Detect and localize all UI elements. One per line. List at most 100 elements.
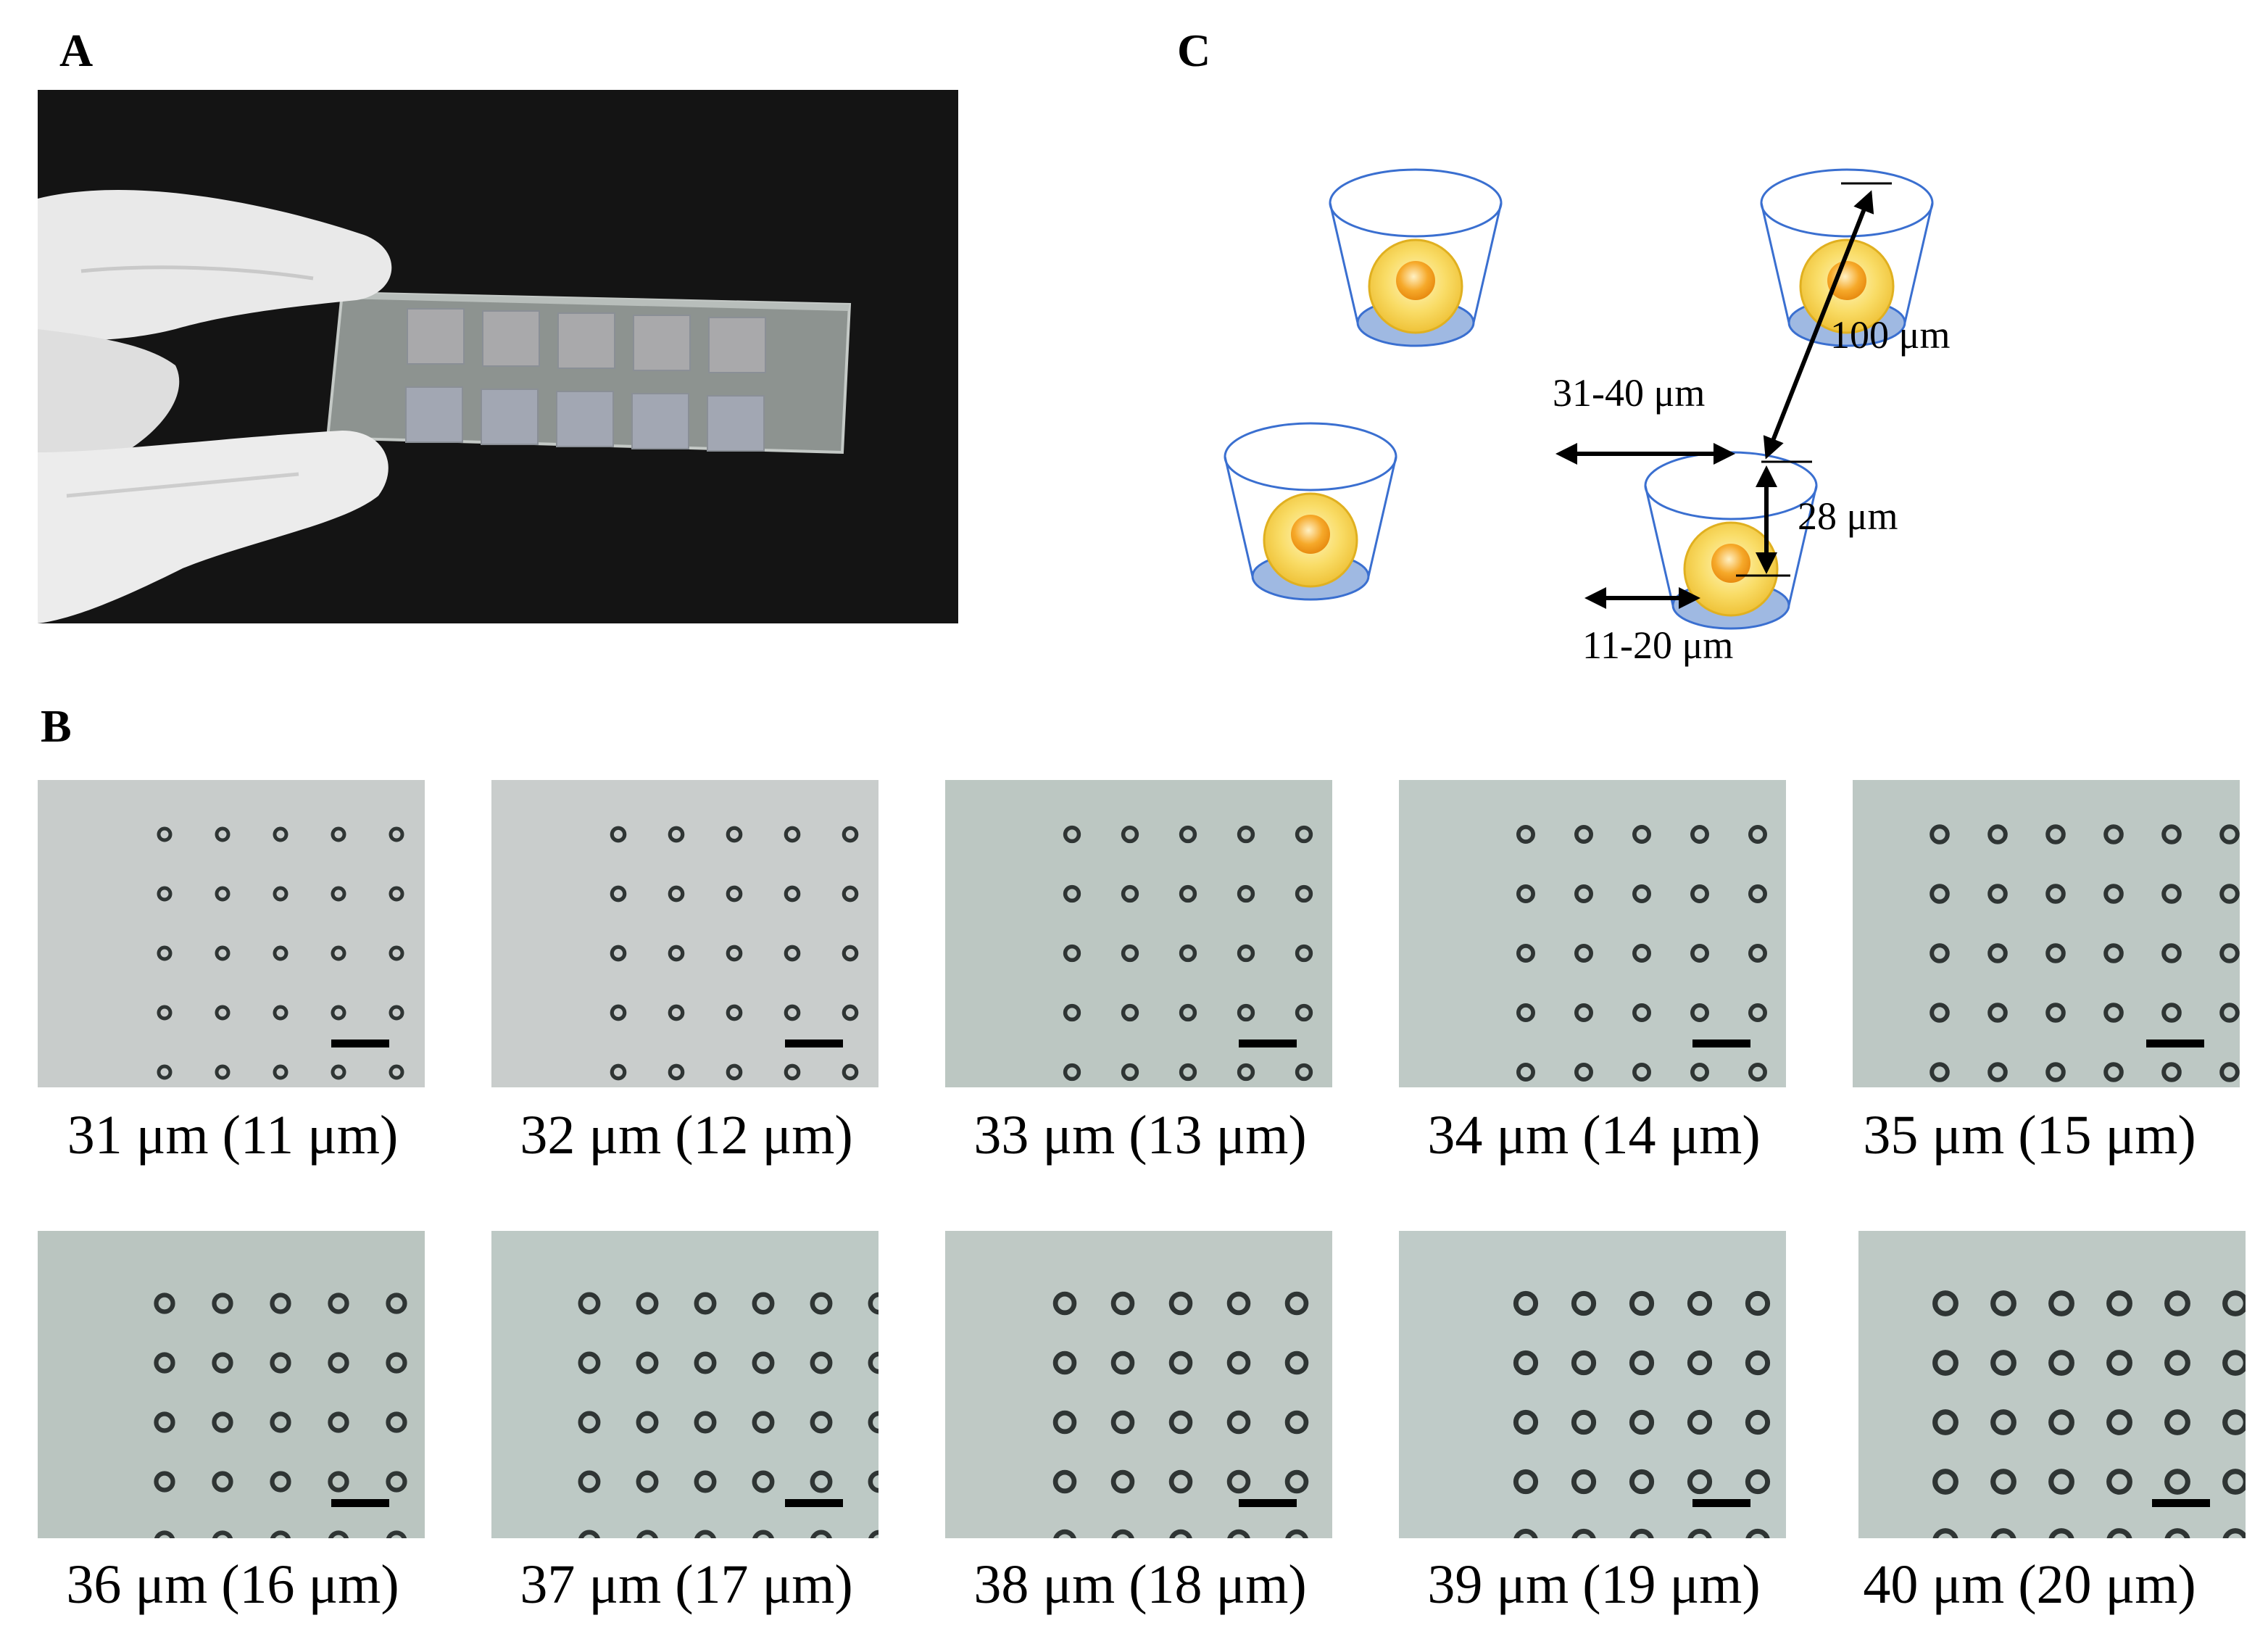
microwell-ring — [1687, 1350, 1713, 1376]
microwell-ring — [270, 1411, 291, 1433]
cell-nucleus — [1827, 261, 1866, 300]
micrograph-background — [491, 780, 878, 1087]
microwell-ring — [1990, 1409, 2016, 1435]
microwell-ring — [212, 1292, 233, 1314]
cell-nucleus — [1396, 261, 1435, 300]
microwell-ring — [610, 826, 627, 843]
microwell-ring — [1168, 1350, 1193, 1375]
microwell-ring — [273, 1005, 288, 1021]
microwell-ring — [578, 1411, 601, 1434]
microwell-ring — [2045, 1062, 2066, 1082]
microwell-ring — [1121, 1003, 1139, 1022]
microwell-ring — [154, 1530, 175, 1538]
microwell-ring — [215, 1005, 230, 1021]
microwell-ring — [215, 1064, 230, 1080]
microwell-ring — [1690, 944, 1709, 963]
microwell-ring — [842, 826, 859, 843]
microwell-ring — [1237, 884, 1255, 903]
microwell-ring — [1226, 1410, 1251, 1435]
top-diameter-label: 31-40 μm — [1553, 371, 1705, 415]
microwell-ring — [2045, 1003, 2066, 1023]
microwell-ring — [1574, 944, 1593, 963]
chip-square — [407, 308, 465, 365]
microwell-ring — [1285, 1529, 1308, 1538]
microwell-ring — [1052, 1410, 1077, 1435]
microwell-ring — [2048, 1290, 2074, 1316]
microwell-ring — [1745, 1469, 1771, 1495]
microwell-ring — [157, 886, 173, 902]
microwell-ring — [694, 1411, 717, 1434]
microwell-ring — [2103, 1062, 2124, 1082]
micrograph-caption: 37 μm (17 μm) — [520, 1554, 853, 1615]
micrograph-caption: 33 μm (13 μm) — [973, 1105, 1307, 1166]
microwell-ring — [610, 945, 627, 962]
micrograph-5 — [1853, 780, 2240, 1087]
microwell-ring — [389, 1005, 404, 1021]
microwell-ring — [386, 1530, 407, 1538]
microwell-ring — [1513, 1350, 1539, 1376]
microwell-ring — [2106, 1469, 2132, 1495]
microwell — [1329, 168, 1503, 347]
microwell-ring — [215, 826, 230, 842]
microwell-ring — [1513, 1528, 1538, 1538]
microwell-ring — [331, 886, 346, 902]
microwell-ring — [157, 1005, 173, 1021]
microwell-ring — [2048, 1409, 2074, 1435]
microwell-ring — [1574, 1063, 1593, 1082]
microwell-ring — [1932, 1469, 1958, 1495]
microwell-ring — [1513, 1469, 1539, 1495]
microwell-ring — [2048, 1350, 2074, 1376]
microwell-ring — [752, 1470, 775, 1493]
microwell-ring — [2103, 884, 2124, 904]
micrograph-caption: 35 μm (15 μm) — [1863, 1105, 2196, 1166]
microwell-ring — [810, 1292, 833, 1315]
microwell-ring — [1295, 1063, 1313, 1082]
microwell-ring — [2161, 1062, 2182, 1082]
microwell-ring — [636, 1470, 659, 1493]
microwell-ring — [2222, 1290, 2246, 1316]
microwell-ring — [270, 1352, 291, 1374]
microwell-ring — [1063, 1063, 1081, 1082]
microwell-ring — [1690, 884, 1709, 903]
micrograph-caption: 34 μm (14 μm) — [1427, 1105, 1761, 1166]
micrograph-background — [1858, 1231, 2246, 1538]
microwell-ring — [578, 1530, 600, 1538]
microwell-ring — [386, 1352, 407, 1374]
microwell-ring — [2106, 1290, 2132, 1316]
microwell-ring — [386, 1471, 407, 1493]
chip-square — [633, 315, 691, 371]
microwell-ring — [868, 1292, 878, 1315]
microwell-ring — [668, 945, 685, 962]
microwell-ring — [273, 886, 288, 902]
micrograph-background — [38, 780, 425, 1087]
microwell-ring — [1745, 1290, 1771, 1316]
microwell-ring — [1632, 944, 1651, 963]
microwell-ring — [636, 1530, 658, 1538]
microwell-ring — [2045, 884, 2066, 904]
microwell-ring — [1284, 1469, 1309, 1494]
microwell-ring — [1237, 944, 1255, 963]
microwell-ring — [1930, 824, 1950, 845]
microwell-ring — [694, 1470, 717, 1493]
microwell-ring — [1179, 1063, 1197, 1082]
microwell-ring — [1987, 1003, 2008, 1023]
scale-bar — [1692, 1499, 1750, 1507]
microwell-ring — [810, 1470, 833, 1493]
microwell-ring — [386, 1411, 407, 1433]
well-array-image — [1399, 1231, 1786, 1538]
microwell-ring — [1571, 1350, 1597, 1376]
microwell-ring — [1121, 884, 1139, 903]
micrograph-9 — [1399, 1231, 1786, 1538]
microwell-ring — [2161, 884, 2182, 904]
microwell — [1644, 451, 1818, 630]
microwell-ring — [1110, 1469, 1135, 1494]
microwell-ring — [1516, 1003, 1535, 1022]
panel-letter-b: B — [41, 700, 72, 752]
microwell-ring — [1629, 1528, 1654, 1538]
microwell-ring — [1063, 884, 1081, 903]
microwell-ring — [270, 1530, 291, 1538]
microwell-ring — [386, 1292, 407, 1314]
microwell-ring — [154, 1411, 175, 1433]
microwell-ring — [1687, 1409, 1713, 1435]
microwell-ring — [328, 1411, 349, 1433]
